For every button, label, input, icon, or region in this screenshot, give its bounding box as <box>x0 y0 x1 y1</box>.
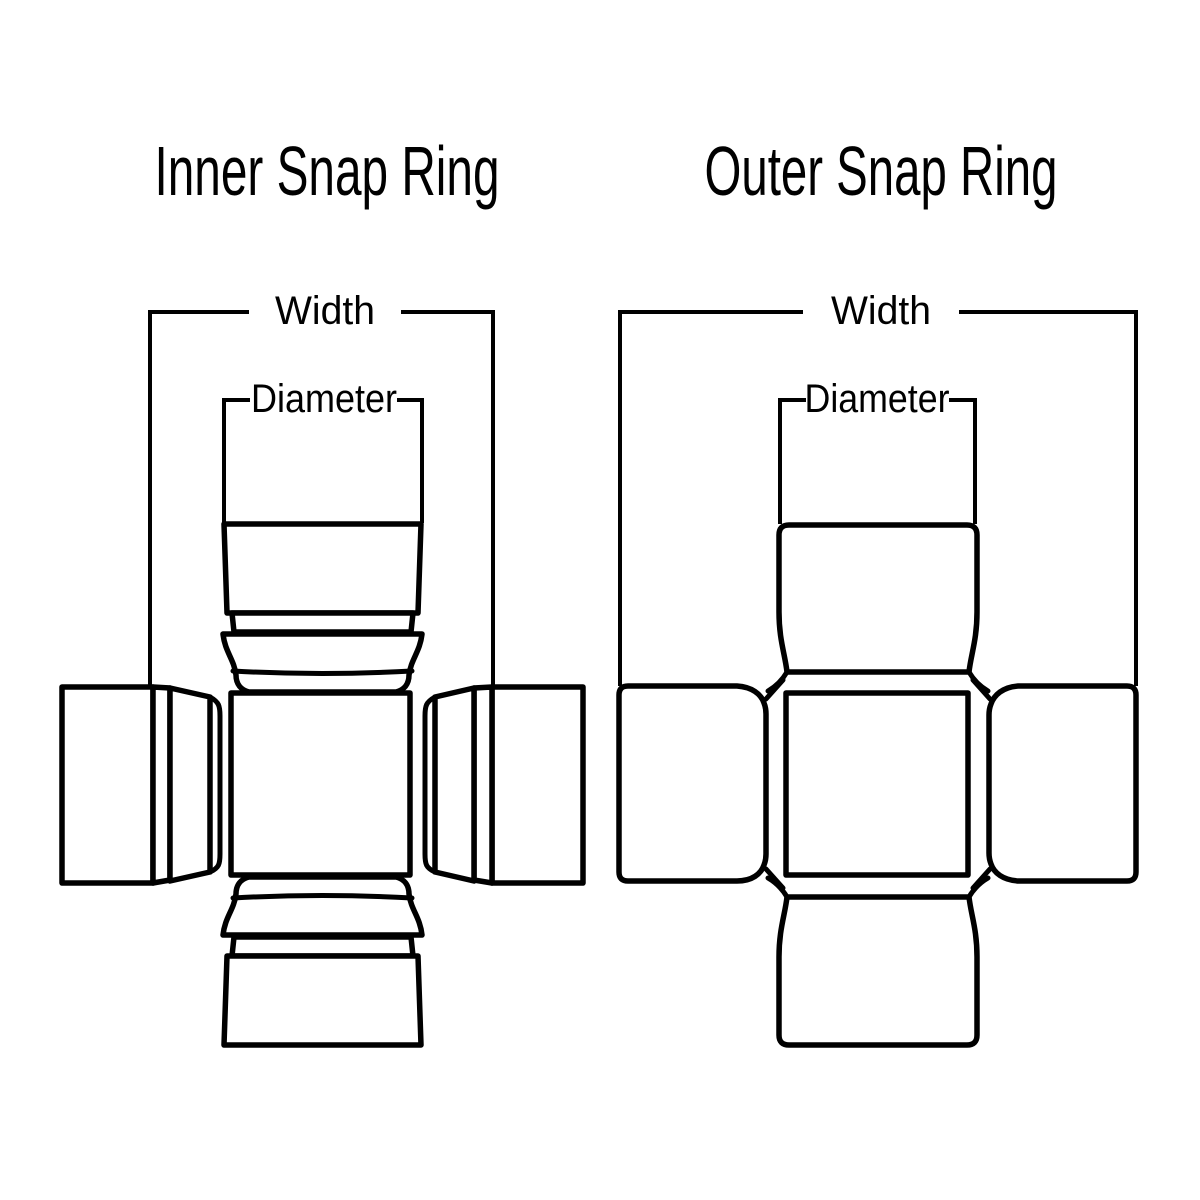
cap-skirt-right <box>432 685 477 884</box>
bearing-cap-top <box>221 521 424 616</box>
diameter-label: Diameter <box>805 377 950 421</box>
snap-ring-curl-right-bottom <box>970 866 993 891</box>
bearing-cap-left <box>616 683 769 884</box>
outer-snap-ring-diagram: Width Diameter Outer Snap Ring <box>616 132 1139 1048</box>
bearing-cap-right <box>489 684 586 886</box>
width-dimension-outer: Width <box>618 289 1138 686</box>
bearing-cap-bottom <box>776 894 980 1048</box>
diameter-dimension-line-right <box>397 398 424 523</box>
diagram-title-outer: Outer Snap Ring <box>705 132 1058 210</box>
cap-skirt-left-seam-line <box>207 694 223 875</box>
cross-body <box>228 690 413 878</box>
diameter-label: Diameter <box>251 377 397 421</box>
snap-ring-curl-left-bottom <box>763 866 786 891</box>
snap-ring-groove-bottom <box>229 934 416 959</box>
outer-snap-ring-curls <box>763 669 993 900</box>
bearing-cap-top <box>776 522 980 675</box>
diameter-dimension-outer: Diameter <box>778 377 977 524</box>
bearing-cap-right <box>986 683 1139 884</box>
diameter-dimension-inner: Diameter <box>222 377 424 523</box>
bearing-cap-bottom <box>221 953 424 1048</box>
cap-skirt-bottom <box>220 874 425 938</box>
width-dimension-inner: Width <box>148 289 495 687</box>
width-dimension-line-right <box>959 310 1138 686</box>
diagram-title-inner: Inner Snap Ring <box>155 132 500 210</box>
cap-skirt-left <box>167 685 213 884</box>
width-label: Width <box>275 289 375 333</box>
bearing-cap-left <box>59 684 156 886</box>
snap-ring-curl-left-top <box>763 677 786 702</box>
snap-ring-curl-right-top <box>970 677 993 702</box>
diameter-dimension-line-left <box>778 398 806 524</box>
diameter-dimension-line-left <box>222 398 250 523</box>
cap-skirt-right-seam-line <box>422 694 438 875</box>
width-dimension-line-right <box>401 310 495 687</box>
diameter-dimension-line-right <box>949 398 977 524</box>
inner-snap-ring-diagram: Width Diameter Inner Snap Ring <box>59 132 586 1048</box>
snap-ring-groove-top <box>229 610 416 635</box>
cross-body <box>783 690 971 878</box>
cap-skirt-bottom-seam-line <box>230 893 415 901</box>
cap-skirt-top <box>220 631 425 695</box>
width-dimension-line-left <box>148 310 249 687</box>
cap-skirt-top-seam-line <box>230 668 415 676</box>
width-label: Width <box>831 289 931 333</box>
width-dimension-line-left <box>618 310 803 686</box>
